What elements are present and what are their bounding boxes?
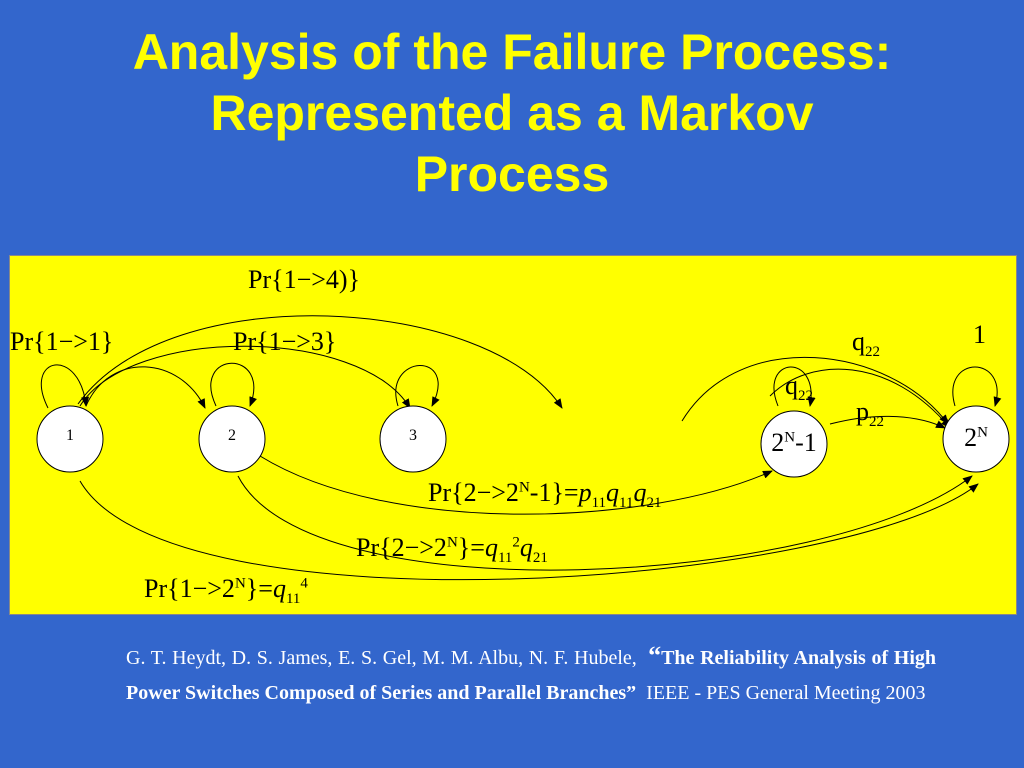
markov-diagram-panel: 1 2 3 2N-1 2N Pr{1−>4)} Pr{1−>1} Pr{1−>3… <box>9 255 1017 615</box>
reference-quote-open: “ <box>648 641 662 670</box>
label-pr-2-2n: Pr{2−>2N}=q112q21 <box>356 533 548 567</box>
node-2n-1 <box>760 410 828 478</box>
edge-2n-1-to-2n-q22 <box>769 368 951 429</box>
title-line-3: Process <box>414 146 610 202</box>
node-3 <box>379 405 447 473</box>
reference-citation: G. T. Heydt, D. S. James, E. S. Gel, M. … <box>126 638 936 711</box>
label-p22: p22 <box>856 397 884 431</box>
edge-incoming-to-2n <box>681 356 949 425</box>
node-2n <box>942 405 1010 473</box>
reference-venue: IEEE - PES General Meeting 2003 <box>646 682 926 704</box>
edge-1-to-2n <box>79 480 979 581</box>
node-1-label: 1 <box>66 427 74 444</box>
self-loop-3 <box>395 365 440 407</box>
edge-2-to-2n <box>237 475 973 571</box>
label-q22-top: q22 <box>852 327 880 361</box>
self-loop-2n-1 <box>773 366 816 407</box>
node-2n-1-label: 2N-1 <box>771 428 817 457</box>
title-line-1: Analysis of the Failure Process: <box>132 24 892 80</box>
label-q22-mid: q22 <box>785 371 813 405</box>
self-loop-1 <box>41 364 90 409</box>
slide-title: Analysis of the Failure Process: Represe… <box>0 22 1024 205</box>
node-3-label: 3 <box>409 427 417 444</box>
label-one: 1 <box>973 320 986 349</box>
self-loop-2 <box>210 362 257 407</box>
node-2-label: 2 <box>228 427 236 444</box>
edge-2-to-2n-1 <box>259 455 773 515</box>
label-pr-1-3: Pr{1−>3} <box>233 327 337 356</box>
reference-authors: G. T. Heydt, D. S. James, E. S. Gel, M. … <box>126 647 637 669</box>
self-loop-2n <box>952 366 1002 407</box>
reference-title: The Reliability Analysis of High Power S… <box>126 647 936 704</box>
edge-2n-1-to-2n-p22 <box>829 415 946 429</box>
markov-diagram <box>36 315 1010 581</box>
label-pr-1-2n: Pr{1−>2N}=q114 <box>144 574 308 608</box>
edge-1-to-4 <box>77 315 563 409</box>
label-pr-1-1: Pr{1−>1} <box>10 327 114 356</box>
label-pr-1-4: Pr{1−>4)} <box>248 265 361 294</box>
node-2n-label: 2N <box>964 423 988 452</box>
node-2 <box>198 405 266 473</box>
label-pr-2-2n-1: Pr{2−>2N-1}=p11q11q21 <box>428 478 662 512</box>
title-line-2: Represented as a Markov <box>210 85 814 141</box>
edge-1-to-3 <box>79 345 411 409</box>
node-1 <box>36 405 104 473</box>
edge-1-to-2 <box>85 366 206 409</box>
